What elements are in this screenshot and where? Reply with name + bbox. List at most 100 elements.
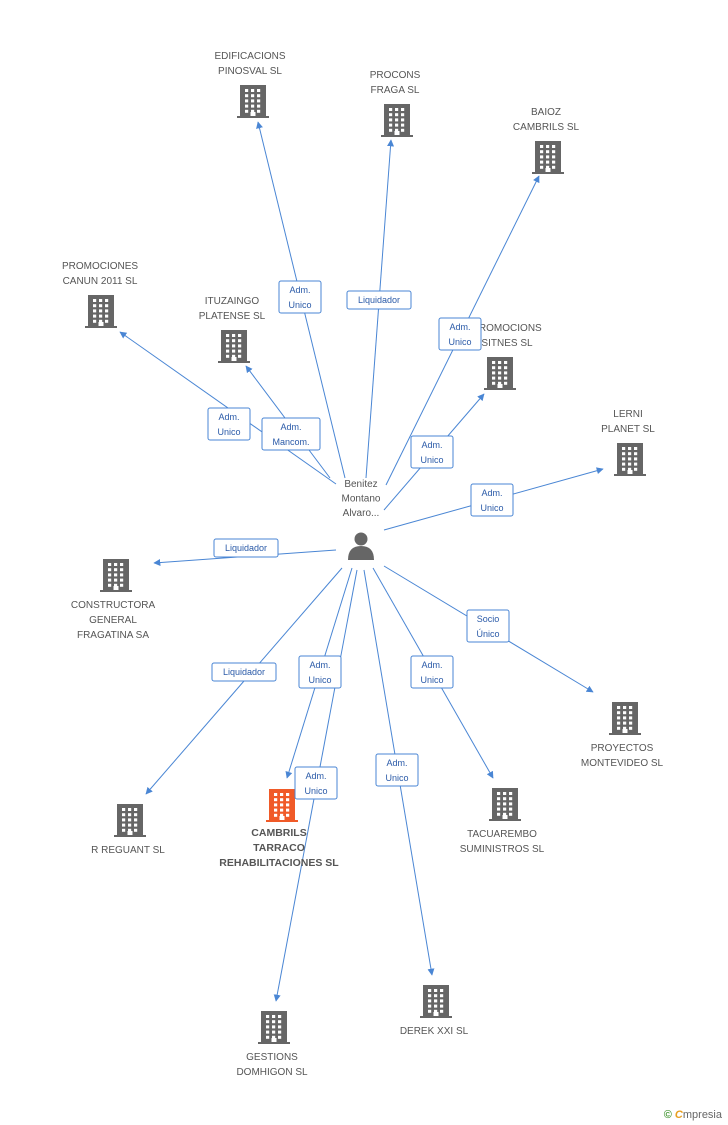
footer-brand: © Cmpresia (664, 1109, 722, 1121)
role-text: Mancom. (272, 437, 309, 447)
company-label: PLATENSE SL (199, 311, 266, 322)
role-text: Unico (420, 675, 443, 685)
building-icon (114, 804, 146, 837)
company-label: CAMBRILS (251, 827, 306, 839)
role-badge-canun[interactable]: Adm. Unico (207, 407, 251, 441)
building-icon (614, 443, 646, 476)
role-badge-ituzaingo[interactable]: Adm. Mancom. (261, 417, 321, 451)
building-icon (489, 788, 521, 821)
company-node-derek[interactable]: DEREK XXI SL (400, 985, 469, 1037)
company-node-montevideo[interactable]: PROYECTOS MONTEVIDEO SL (581, 702, 664, 769)
role-badge-sitnes[interactable]: Adm. Unico (410, 435, 454, 469)
role-badge-gestions[interactable]: Adm. Unico (294, 766, 338, 800)
person-name: Montano (342, 494, 381, 505)
company-label: CAMBRILS SL (513, 122, 580, 133)
role-text: Liquidador (358, 295, 400, 305)
role-text: Unico (288, 300, 311, 310)
role-text: Socio (477, 614, 500, 624)
role-text: Adm. (305, 771, 326, 781)
role-text: Unico (308, 675, 331, 685)
company-label: FRAGATINA SA (77, 630, 149, 641)
company-node-gestions[interactable]: GESTIONS DOMHIGON SL (236, 1011, 308, 1078)
brand-initial: C (674, 1109, 683, 1121)
building-icon (258, 1011, 290, 1044)
role-text: Adm. (421, 440, 442, 450)
company-node-procons[interactable]: PROCONS FRAGA SL (370, 70, 421, 137)
company-node-constructora[interactable]: CONSTRUCTORA GENERAL FRAGATINA SA (71, 559, 156, 641)
company-label: PROYECTOS (591, 743, 654, 754)
building-icon (237, 85, 269, 118)
edges-layer (119, 121, 604, 1002)
role-text: Adm. (309, 660, 330, 670)
building-icon (532, 141, 564, 174)
role-text: Adm. (449, 322, 470, 332)
role-badge-tacuarembo[interactable]: Adm.Unico (410, 655, 454, 689)
role-text: Liquidador (223, 667, 265, 677)
company-node-baioz[interactable]: BAIOZ CAMBRILS SL (513, 107, 580, 174)
role-text: Unico (304, 786, 327, 796)
person-node[interactable]: BenitezMontanoAlvaro... (342, 479, 381, 560)
company-label: SUMINISTROS SL (460, 844, 545, 855)
person-name: Alvaro... (343, 508, 380, 519)
role-badge-baioz[interactable]: Adm. Unico (438, 317, 482, 351)
company-label: FRAGA SL (371, 85, 420, 96)
role-badge-reguant[interactable]: Liquidador (211, 662, 277, 682)
role-badge-procons[interactable]: Liquidador (346, 290, 412, 310)
company-label: GENERAL (89, 615, 137, 626)
company-label: PROCONS (370, 70, 421, 81)
company-label: REHABILITACIONES SL (219, 857, 339, 869)
role-text: Unico (217, 427, 240, 437)
company-label: BAIOZ (531, 107, 561, 118)
company-label: PROMOCIONES (62, 261, 138, 272)
company-label: MONTEVIDEO SL (581, 758, 664, 769)
copyright-symbol: © (663, 1109, 672, 1121)
role-badge-constructora[interactable]: Liquidador (213, 538, 279, 558)
role-text: Adm. (218, 412, 239, 422)
role-text: Liquidador (225, 543, 267, 553)
role-text: Adm. (280, 422, 301, 432)
building-icon (609, 702, 641, 735)
company-node-canun[interactable]: PROMOCIONES CANUN 2011 SL (62, 261, 138, 328)
company-label: ITUZAINGO (205, 296, 260, 307)
role-badge-cambrils[interactable]: Adm. Unico (298, 655, 342, 689)
building-icon (381, 104, 413, 137)
brand-name: mpresia (682, 1109, 722, 1121)
company-label: GESTIONS (246, 1052, 298, 1063)
company-label: LERNI (613, 409, 642, 420)
company-node-sitnes[interactable]: PROMOCIONS SITNES SL (472, 323, 542, 390)
role-text: Unico (480, 503, 503, 513)
role-text: Unico (420, 455, 443, 465)
person-icon (348, 532, 374, 560)
person-name: Benitez (344, 479, 377, 490)
company-label: PINOSVAL SL (218, 66, 282, 77)
company-label: PROMOCIONS (472, 323, 542, 334)
building-icon (100, 559, 132, 592)
role-badge-derek[interactable]: Adm. Unico (375, 753, 419, 787)
role-text: Adm. (481, 488, 502, 498)
role-text: Adm. (386, 758, 407, 768)
company-node-lerni[interactable]: LERNI PLANET SL (601, 409, 655, 476)
company-label: DOMHIGON SL (236, 1067, 308, 1078)
company-label: R REGUANT SL (91, 845, 165, 856)
building-icon (85, 295, 117, 328)
company-node-reguant[interactable]: R REGUANT SL (91, 804, 165, 856)
role-text: Unico (385, 773, 408, 783)
role-text: Único (476, 629, 499, 639)
company-label: CONSTRUCTORA (71, 600, 156, 611)
company-label: DEREK XXI SL (400, 1026, 469, 1037)
role-badge-edificacions[interactable]: Adm.Unico (278, 280, 322, 314)
company-label: CANUN 2011 SL (63, 276, 138, 287)
company-label: PLANET SL (601, 424, 655, 435)
building-icon (218, 330, 250, 363)
role-text: Unico (448, 337, 471, 347)
company-node-ituzaingo[interactable]: ITUZAINGO PLATENSE SL (199, 296, 266, 363)
company-label: SITNES SL (481, 338, 533, 349)
role-badge-lerni[interactable]: Adm. Unico (470, 483, 514, 517)
